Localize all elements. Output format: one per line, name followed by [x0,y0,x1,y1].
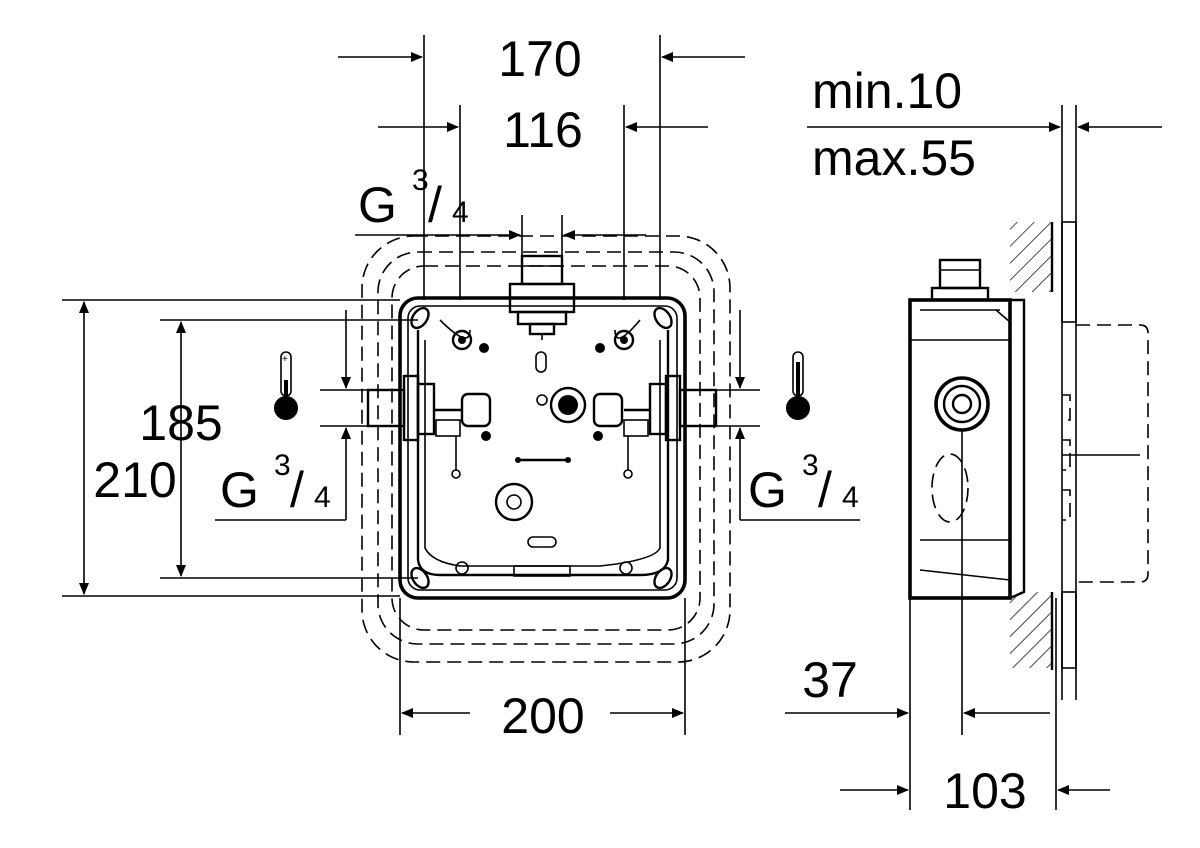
top-outlet [508,254,576,340]
svg-text:4: 4 [452,196,469,229]
box-body [908,298,1012,600]
svg-text:4: 4 [314,481,331,514]
dim-200-label: 200 [501,688,584,744]
wall-hatch-bottom [1010,592,1052,668]
left-valve [366,374,492,442]
svg-text:/: / [818,462,832,518]
dashed-outline-inner [391,265,701,631]
thread-label-right: G 3 / 4 [748,449,859,518]
mounting-slots [410,306,673,590]
thread-label-left: G 3 / 4 [220,449,331,518]
svg-text:3: 3 [412,164,429,197]
dim-210-label: 210 [93,452,176,508]
svg-text:G: G [220,462,259,518]
right-valve [592,374,718,442]
svg-text:3: 3 [802,449,819,482]
svg-text:4: 4 [842,481,859,514]
thread-label-top: G 3 / 4 [358,164,469,233]
frame [416,330,670,577]
front-dimensions [62,35,860,735]
internal-components [451,329,635,577]
mounting-plate [398,296,687,600]
svg-text:/: / [290,462,304,518]
mounting-plate-inner [407,305,678,591]
frame-inner [424,340,661,567]
wall-max-label: max.55 [812,130,976,186]
side-view [908,105,1149,700]
side-dimensions [785,122,1162,810]
thermometer-hot-icon [786,351,810,420]
dim-170-label: 170 [498,31,581,87]
wall-min-label: min.10 [812,63,962,119]
svg-text:G: G [748,462,787,518]
svg-text:+: + [282,354,288,365]
thermometer-cold-icon: + [274,351,298,420]
svg-text:3: 3 [274,449,291,482]
dim-116-label: 116 [503,102,583,158]
dim-185-label: 185 [139,395,222,451]
wall-hatch-top [1010,222,1052,292]
dim-37-label: 37 [802,652,858,708]
svg-text:G: G [358,177,397,233]
dim-103-label: 103 [943,763,1026,819]
dashed-cover [1076,324,1149,583]
svg-text:/: / [428,177,442,233]
dashed-outline-outer [377,251,715,645]
dashed-outline-outer-2 [361,235,731,663]
front-view: + [274,235,810,663]
